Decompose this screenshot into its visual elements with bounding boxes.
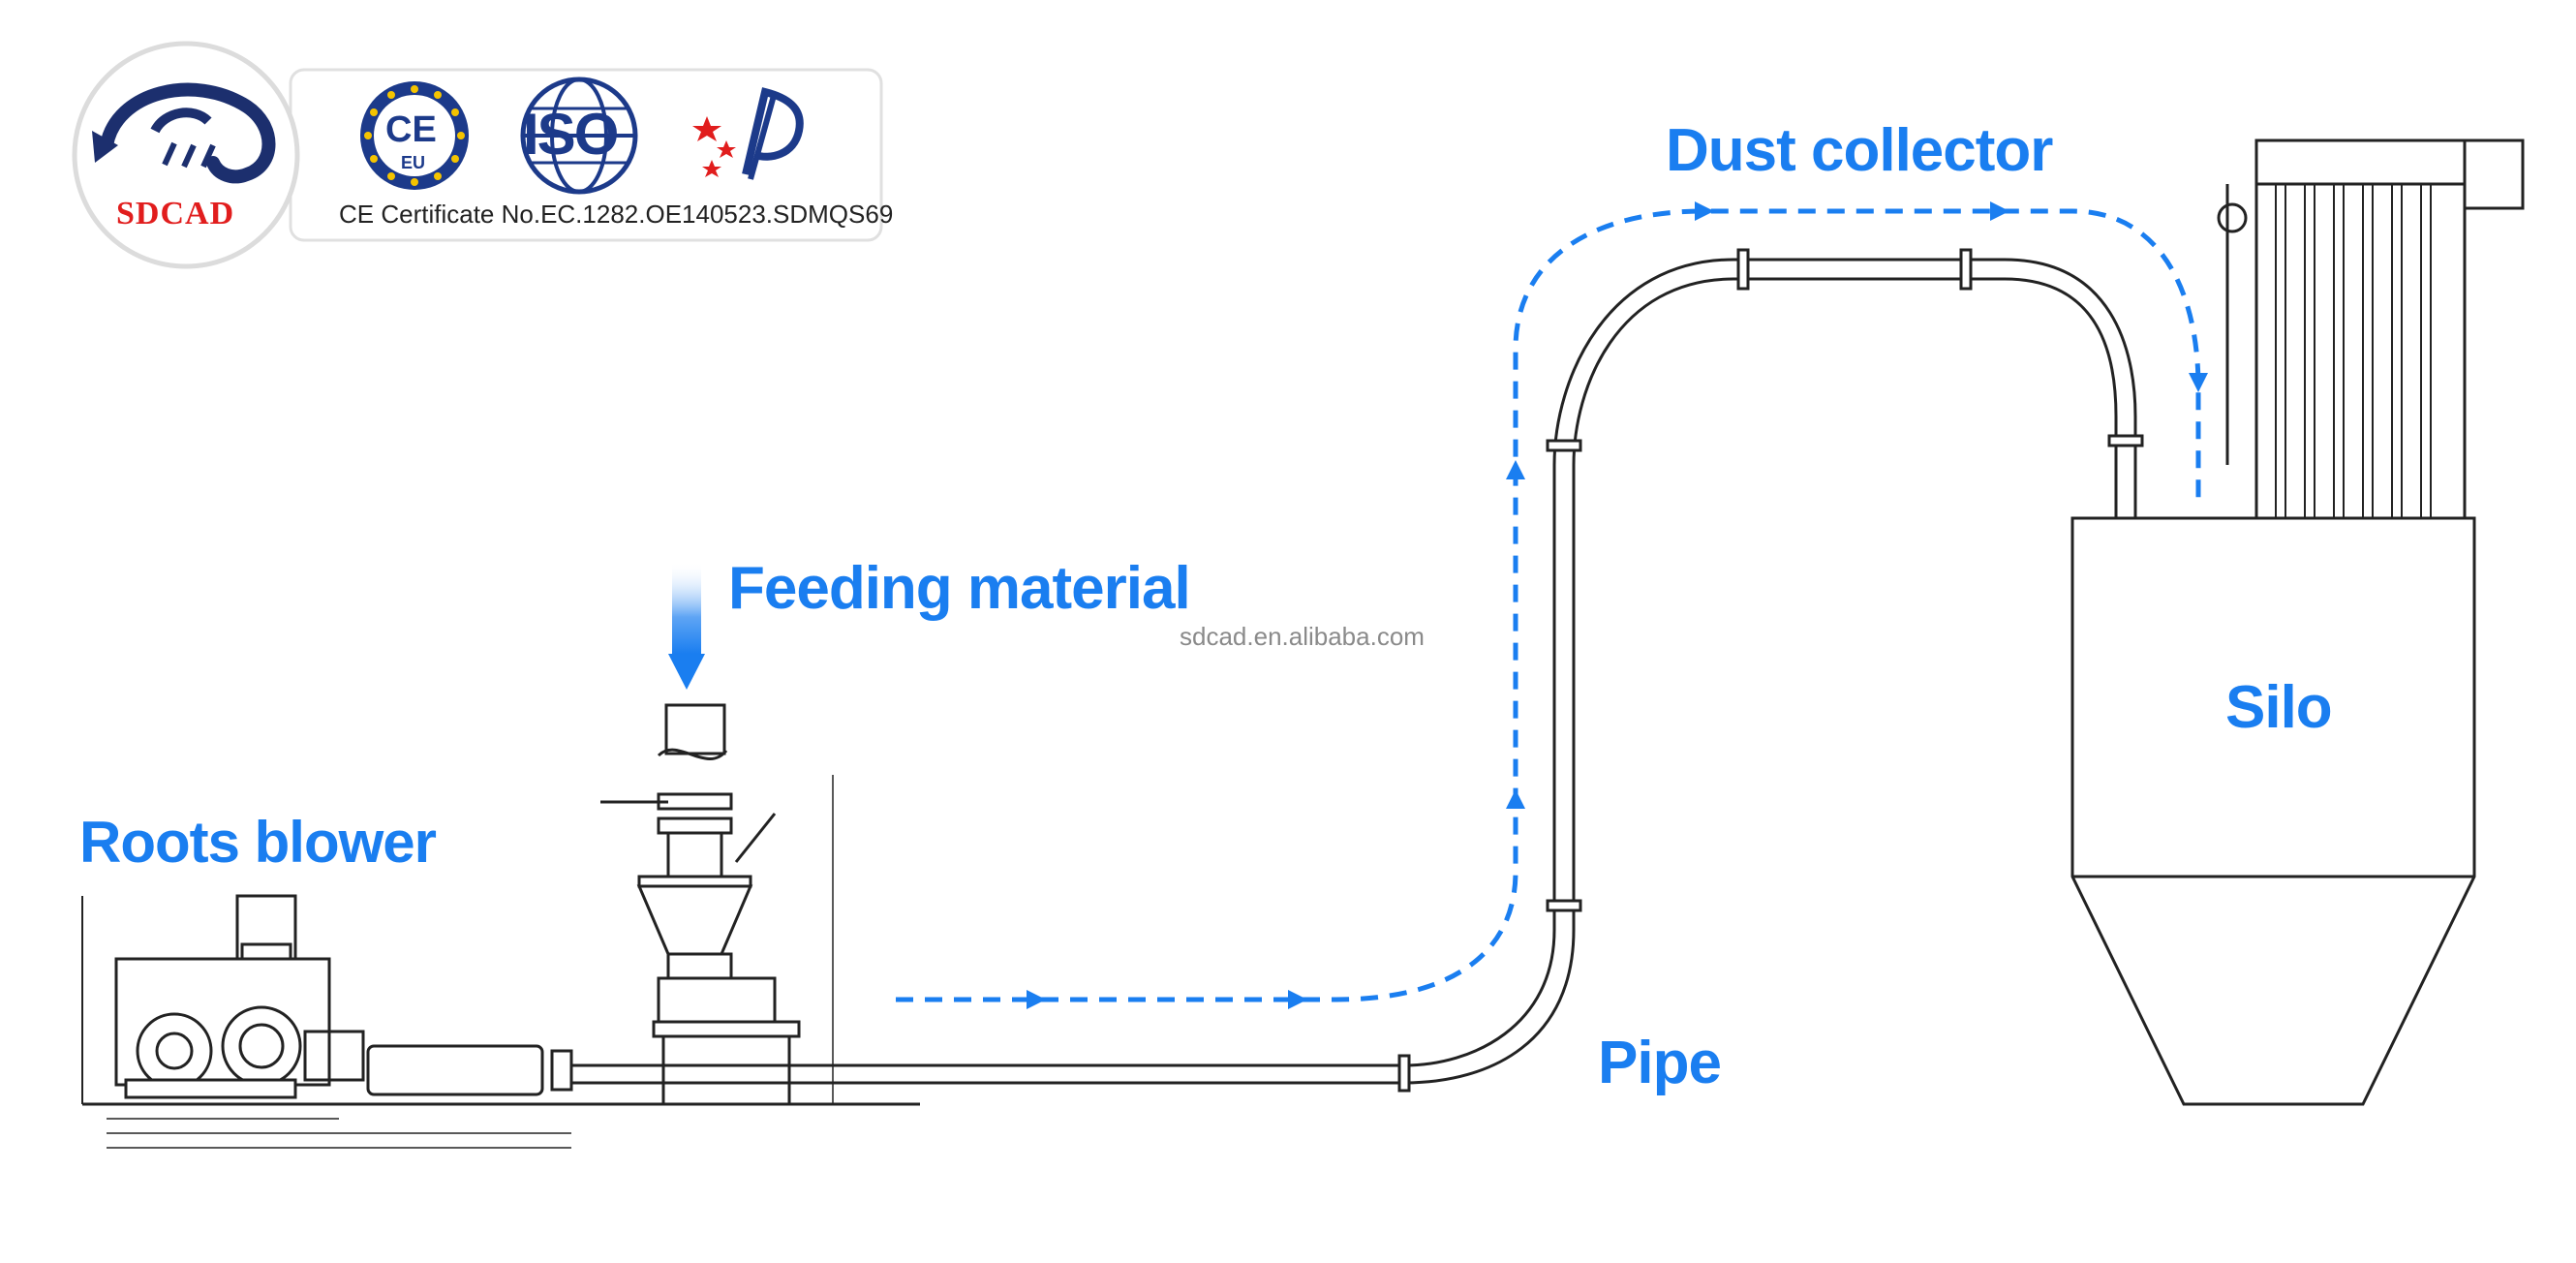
ce-badge-text: CE xyxy=(385,109,437,150)
certificate-text: CE Certificate No.EC.1282.OE140523.SDMQS… xyxy=(339,200,894,229)
silo-drawing xyxy=(2070,139,2525,1106)
star-flag-icon xyxy=(692,87,804,180)
label-silo: Silo xyxy=(2225,674,2333,741)
iso-badge-text: ISO xyxy=(523,102,619,167)
feeding-arrow-icon xyxy=(668,562,705,690)
whale-logo-icon xyxy=(92,82,276,184)
rotary-feeder-drawing xyxy=(600,703,834,1104)
label-feeding-material: Feeding material xyxy=(728,555,1191,622)
label-dust-collector: Dust collector xyxy=(1666,117,2053,184)
label-pipe: Pipe xyxy=(1598,1030,1722,1096)
ce-eu-icon xyxy=(360,81,469,190)
flow-arrowheads xyxy=(1027,201,2208,1009)
watermark: sdcad.en.alibaba.com xyxy=(1180,622,1425,651)
iso-globe-icon xyxy=(520,77,638,195)
brand-name: SDCAD xyxy=(116,196,235,231)
certificate-banner xyxy=(72,41,883,269)
roots-blower-drawing xyxy=(81,894,920,1149)
conveying-pipe xyxy=(571,248,2144,1093)
label-roots-blower: Roots blower xyxy=(79,810,437,875)
flow-arrows xyxy=(896,208,2201,1002)
eu-badge-text: EU xyxy=(401,153,426,172)
